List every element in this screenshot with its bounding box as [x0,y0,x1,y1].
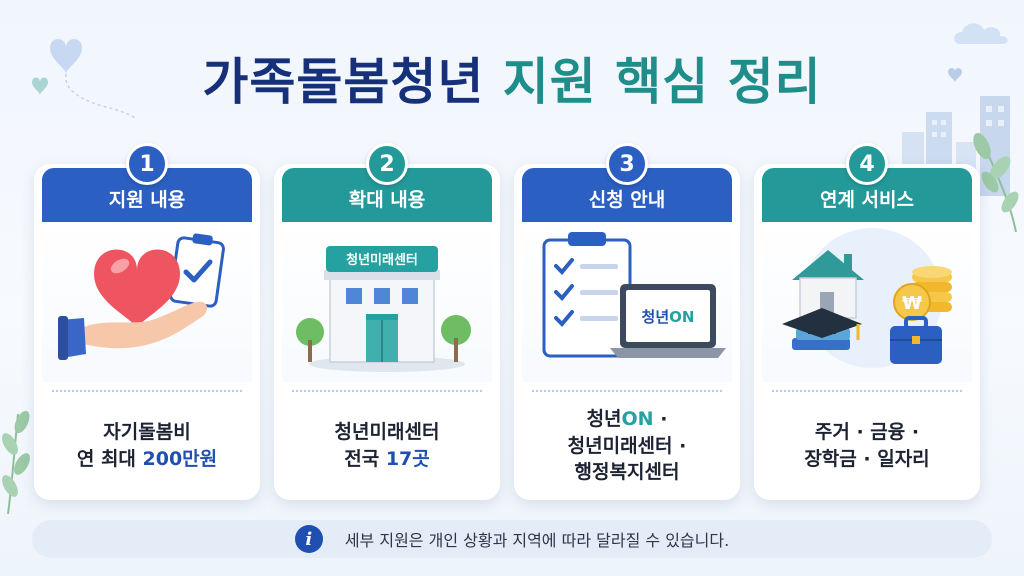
building-sign-text: 청년미래센터 [346,252,418,268]
page-title-accent: 지원 핵심 정리 [502,53,822,111]
card-illustration: 청년ON [522,222,732,382]
card-description: 청년ON · 청년미래센터 · 행정복지센터 [522,400,732,492]
house-coins-graduation-cap-briefcase-icon: ₩ [782,228,952,368]
card-linked-services: 4 연계 서비스 ₩ [754,143,980,500]
card-description: 청년미래센터 전국 17곳 [282,400,492,492]
card-illustration: 청년미래센터 [282,222,492,382]
card-description: 자기돌봄비 연 최대 200만원 [42,400,252,492]
card-line: 전국 17곳 [344,448,430,470]
page-title-main: 가족돌봄청년 [202,53,485,111]
hearts-balloon-decoration [32,39,137,118]
card-support-content: 1 지원 내용 자기돌봄비 연 최대 200만원 [34,143,260,500]
card-line: 자기돌봄비 [103,421,191,444]
small-heart-decoration [948,68,962,82]
step-number-badge: 2 [366,143,408,185]
card-line: 청년미래센터 · [567,434,687,457]
checklist-and-laptop-icon: 청년ON [542,232,726,358]
step-number-badge: 4 [846,143,888,185]
card-divider [532,390,722,392]
highlight-count: 17곳 [385,448,430,470]
notice-text: 세부 지원은 개인 상황과 지역에 따라 달라질 수 있습니다. [344,531,730,550]
laptop-brand-logo: 청년ON [642,308,695,326]
notice-bar: i 세부 지원은 개인 상황과 지역에 따라 달라질 수 있습니다. [32,520,992,558]
highlight-amount: 200만원 [142,448,218,470]
card-line: 주거 · 금융 · [814,421,920,444]
card-illustration: ₩ [762,222,972,382]
leaf-branch-decoration-left [2,410,30,514]
heart-in-hand-with-clipboard-icon [58,233,225,360]
card-line: 청년ON · [586,408,668,431]
leaf-branch-decoration-right [973,132,1019,232]
card-description: 주거 · 금융 · 장학금 · 일자리 [762,400,972,492]
card-divider [292,390,482,392]
card-divider [772,390,962,392]
brand-on-mark: ON [621,408,654,431]
card-line: 청년미래센터 [334,421,440,444]
cloud-decoration [954,23,1008,44]
card-illustration [42,222,252,382]
step-number-badge: 3 [606,143,648,185]
info-icon: i [294,525,323,553]
card-line: 행정복지센터 [574,461,680,484]
step-number-badge: 1 [126,143,168,185]
card-line: 장학금 · 일자리 [804,448,930,470]
page-title: 가족돌봄청년 지원 핵심 정리 [0,42,1024,114]
won-symbol: ₩ [902,293,922,314]
card-application-guide: 3 신청 안내 청년ON 청년ON · 청년미래센터 · 행정복지센터 [514,143,740,500]
card-expansion-content: 2 확대 내용 청년미래센터 청년미래센터 전국 17곳 [274,143,500,500]
card-line: 연 최대 200만원 [76,448,218,470]
youth-future-center-building-icon: 청년미래센터 [296,246,471,372]
card-divider [52,390,242,392]
